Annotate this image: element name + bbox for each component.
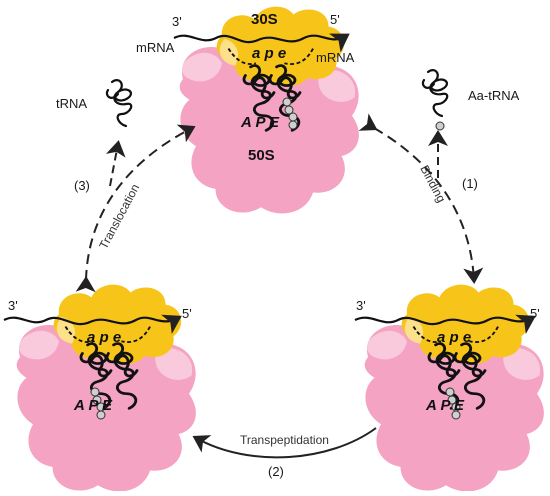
mrna-right-end-right: 5'	[530, 306, 540, 321]
transpeptidation-number: (2)	[268, 464, 284, 479]
large-sites-top: A P E	[240, 114, 280, 131]
small-sites-left: a p e	[87, 329, 121, 346]
small-sites-top: a p e	[252, 45, 286, 62]
mrna-right-end-top: 5'	[330, 12, 340, 27]
aa-trna-label: Aa-tRNA	[468, 88, 520, 103]
trna-label: tRNA	[56, 96, 87, 111]
mrna-strand-right	[354, 314, 536, 335]
trna-release-arrow	[105, 140, 126, 187]
translocation-label: Translocation	[96, 182, 142, 252]
mrna-left-label-top: mRNA	[136, 40, 175, 55]
ribosome-right: a p e A P E 3' 5'	[354, 283, 546, 493]
free-aa-trna-right	[421, 69, 449, 131]
small-subunit-label-top: 30S	[251, 11, 278, 28]
large-sites-left: A P E	[73, 397, 113, 414]
mrna-right-label-top: mRNA	[316, 50, 355, 65]
large-sites-right: A P E	[425, 397, 465, 414]
translocation-arrow	[75, 124, 196, 293]
translocation-number: (3)	[74, 178, 90, 193]
large-subunit-label-top: 50S	[248, 147, 275, 164]
transpeptidation-label: Transpeptidation	[240, 433, 329, 447]
mrna-strand-top	[173, 33, 350, 53]
mrna-right-end-left: 5'	[182, 306, 192, 321]
mrna-left-end-top: 3'	[172, 14, 182, 29]
small-sites-right: a p e	[437, 329, 471, 346]
binding-number: (1)	[462, 176, 478, 191]
binding-label: Binding	[417, 163, 448, 205]
mrna-left-end-right: 3'	[356, 298, 366, 313]
ribosome-left: a p e A P E 3' 5'	[3, 283, 198, 493]
amino-acid-bead	[435, 121, 445, 131]
free-trna-left	[105, 79, 133, 128]
binding-arrow	[358, 113, 484, 284]
ribosome-top: 30S 50S a p e A P E 3' 5' mRNA mRNA	[136, 5, 361, 215]
mrna-left-end-left: 3'	[8, 298, 18, 313]
transpeptidation-arrow	[192, 427, 377, 459]
mrna-strand-left	[3, 314, 182, 335]
